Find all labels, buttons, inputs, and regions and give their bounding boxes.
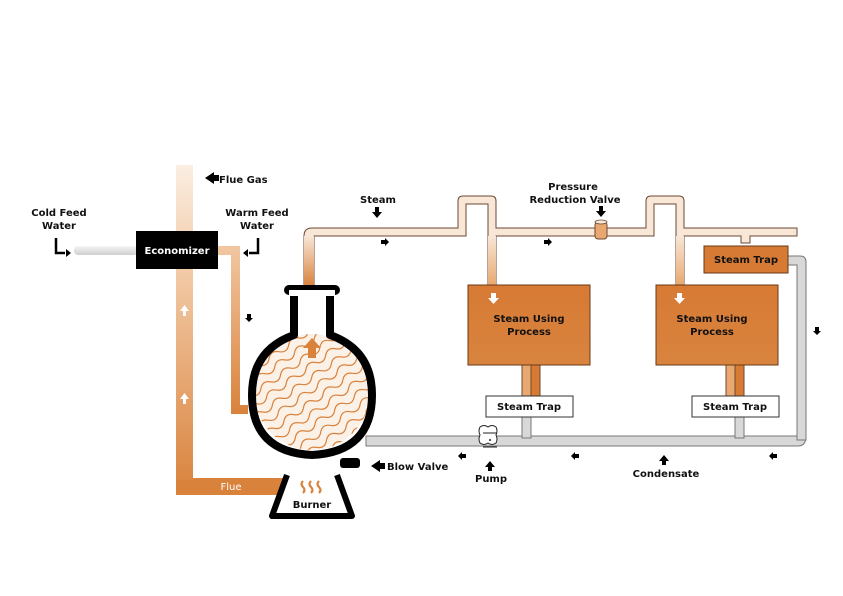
process-drain-1 <box>521 363 541 398</box>
process-2-label-1: Steam Using <box>676 314 747 325</box>
flame-icon <box>300 480 322 494</box>
steam-trap-1-label: Steam Trap <box>497 402 561 413</box>
flow-arrow-right-1 <box>381 238 389 246</box>
warm-feed-label-1: Warm Feed <box>225 208 288 219</box>
blow-valve <box>340 458 360 468</box>
process-drain-2 <box>725 363 745 398</box>
steam-using-process-1 <box>467 284 591 366</box>
blow-valve-pointer-icon <box>371 460 385 472</box>
cold-feed-pointer-icon <box>54 238 65 255</box>
steam-up-arrow <box>303 338 321 358</box>
pressure-reduction-valve <box>594 219 608 240</box>
pump <box>478 425 498 448</box>
down-arrow-process-2 <box>674 293 685 304</box>
economizer <box>136 231 218 269</box>
pump-pointer-icon <box>485 461 495 471</box>
condensate-pipe <box>365 255 807 447</box>
flue-gas-label: Flue Gas <box>219 175 268 186</box>
steam-trap-1 <box>485 395 574 418</box>
steam-using-process-2 <box>655 284 779 366</box>
flue-up-arrow-1 <box>180 305 189 316</box>
process-2-label-2: Process <box>690 327 734 338</box>
burner-label: Burner <box>293 500 332 511</box>
steam-trap-2 <box>691 395 780 418</box>
steam-riser <box>304 236 314 286</box>
warm-feed-pointer-icon <box>249 238 260 255</box>
flow-arrows <box>245 238 821 460</box>
cold-feed-label-2: Water <box>42 221 76 232</box>
flow-arrow-left-3 <box>769 452 777 460</box>
process-1-label-2: Process <box>507 327 551 338</box>
steam-trap-3-label: Steam Trap <box>714 255 778 266</box>
burner <box>269 473 355 519</box>
steam-trap-2-label: Steam Trap <box>703 402 767 413</box>
steam-trap-3 <box>703 245 789 274</box>
flue-up-arrow-2 <box>180 393 189 404</box>
cold-feed-pipe <box>74 246 138 255</box>
cold-feed-label-1: Cold Feed <box>31 208 86 219</box>
economizer-label: Economizer <box>145 246 210 257</box>
steam-drop-2 <box>676 236 684 286</box>
flow-arrow-left-1 <box>458 452 466 460</box>
flow-arrow-down-right <box>813 327 821 335</box>
warm-feed-label-2: Water <box>240 221 274 232</box>
steam-pointer-icon <box>372 207 382 218</box>
flue-label: Flue <box>220 482 241 493</box>
flow-arrow-left-2 <box>571 452 579 460</box>
prv-label-1: Pressure <box>548 182 598 193</box>
process-1-label-1: Steam Using <box>493 314 564 325</box>
prv-pointer-icon <box>596 206 606 217</box>
flow-arrow-right-2 <box>544 238 552 246</box>
flue-gas-pointer-icon <box>205 172 219 184</box>
steam-drop-1 <box>488 236 496 286</box>
condensate-pointer-icon <box>659 455 669 465</box>
prv-label-2: Reduction Valve <box>529 195 620 206</box>
condensate-label: Condensate <box>633 469 700 480</box>
blow-valve-label: Blow Valve <box>387 462 449 473</box>
steam-label: Steam <box>360 195 396 206</box>
flow-arrow-down-warm <box>245 314 253 322</box>
warm-feed-pipe <box>216 246 248 414</box>
pump-label: Pump <box>475 474 507 485</box>
down-arrow-process-1 <box>488 293 499 304</box>
boiler <box>248 285 376 459</box>
